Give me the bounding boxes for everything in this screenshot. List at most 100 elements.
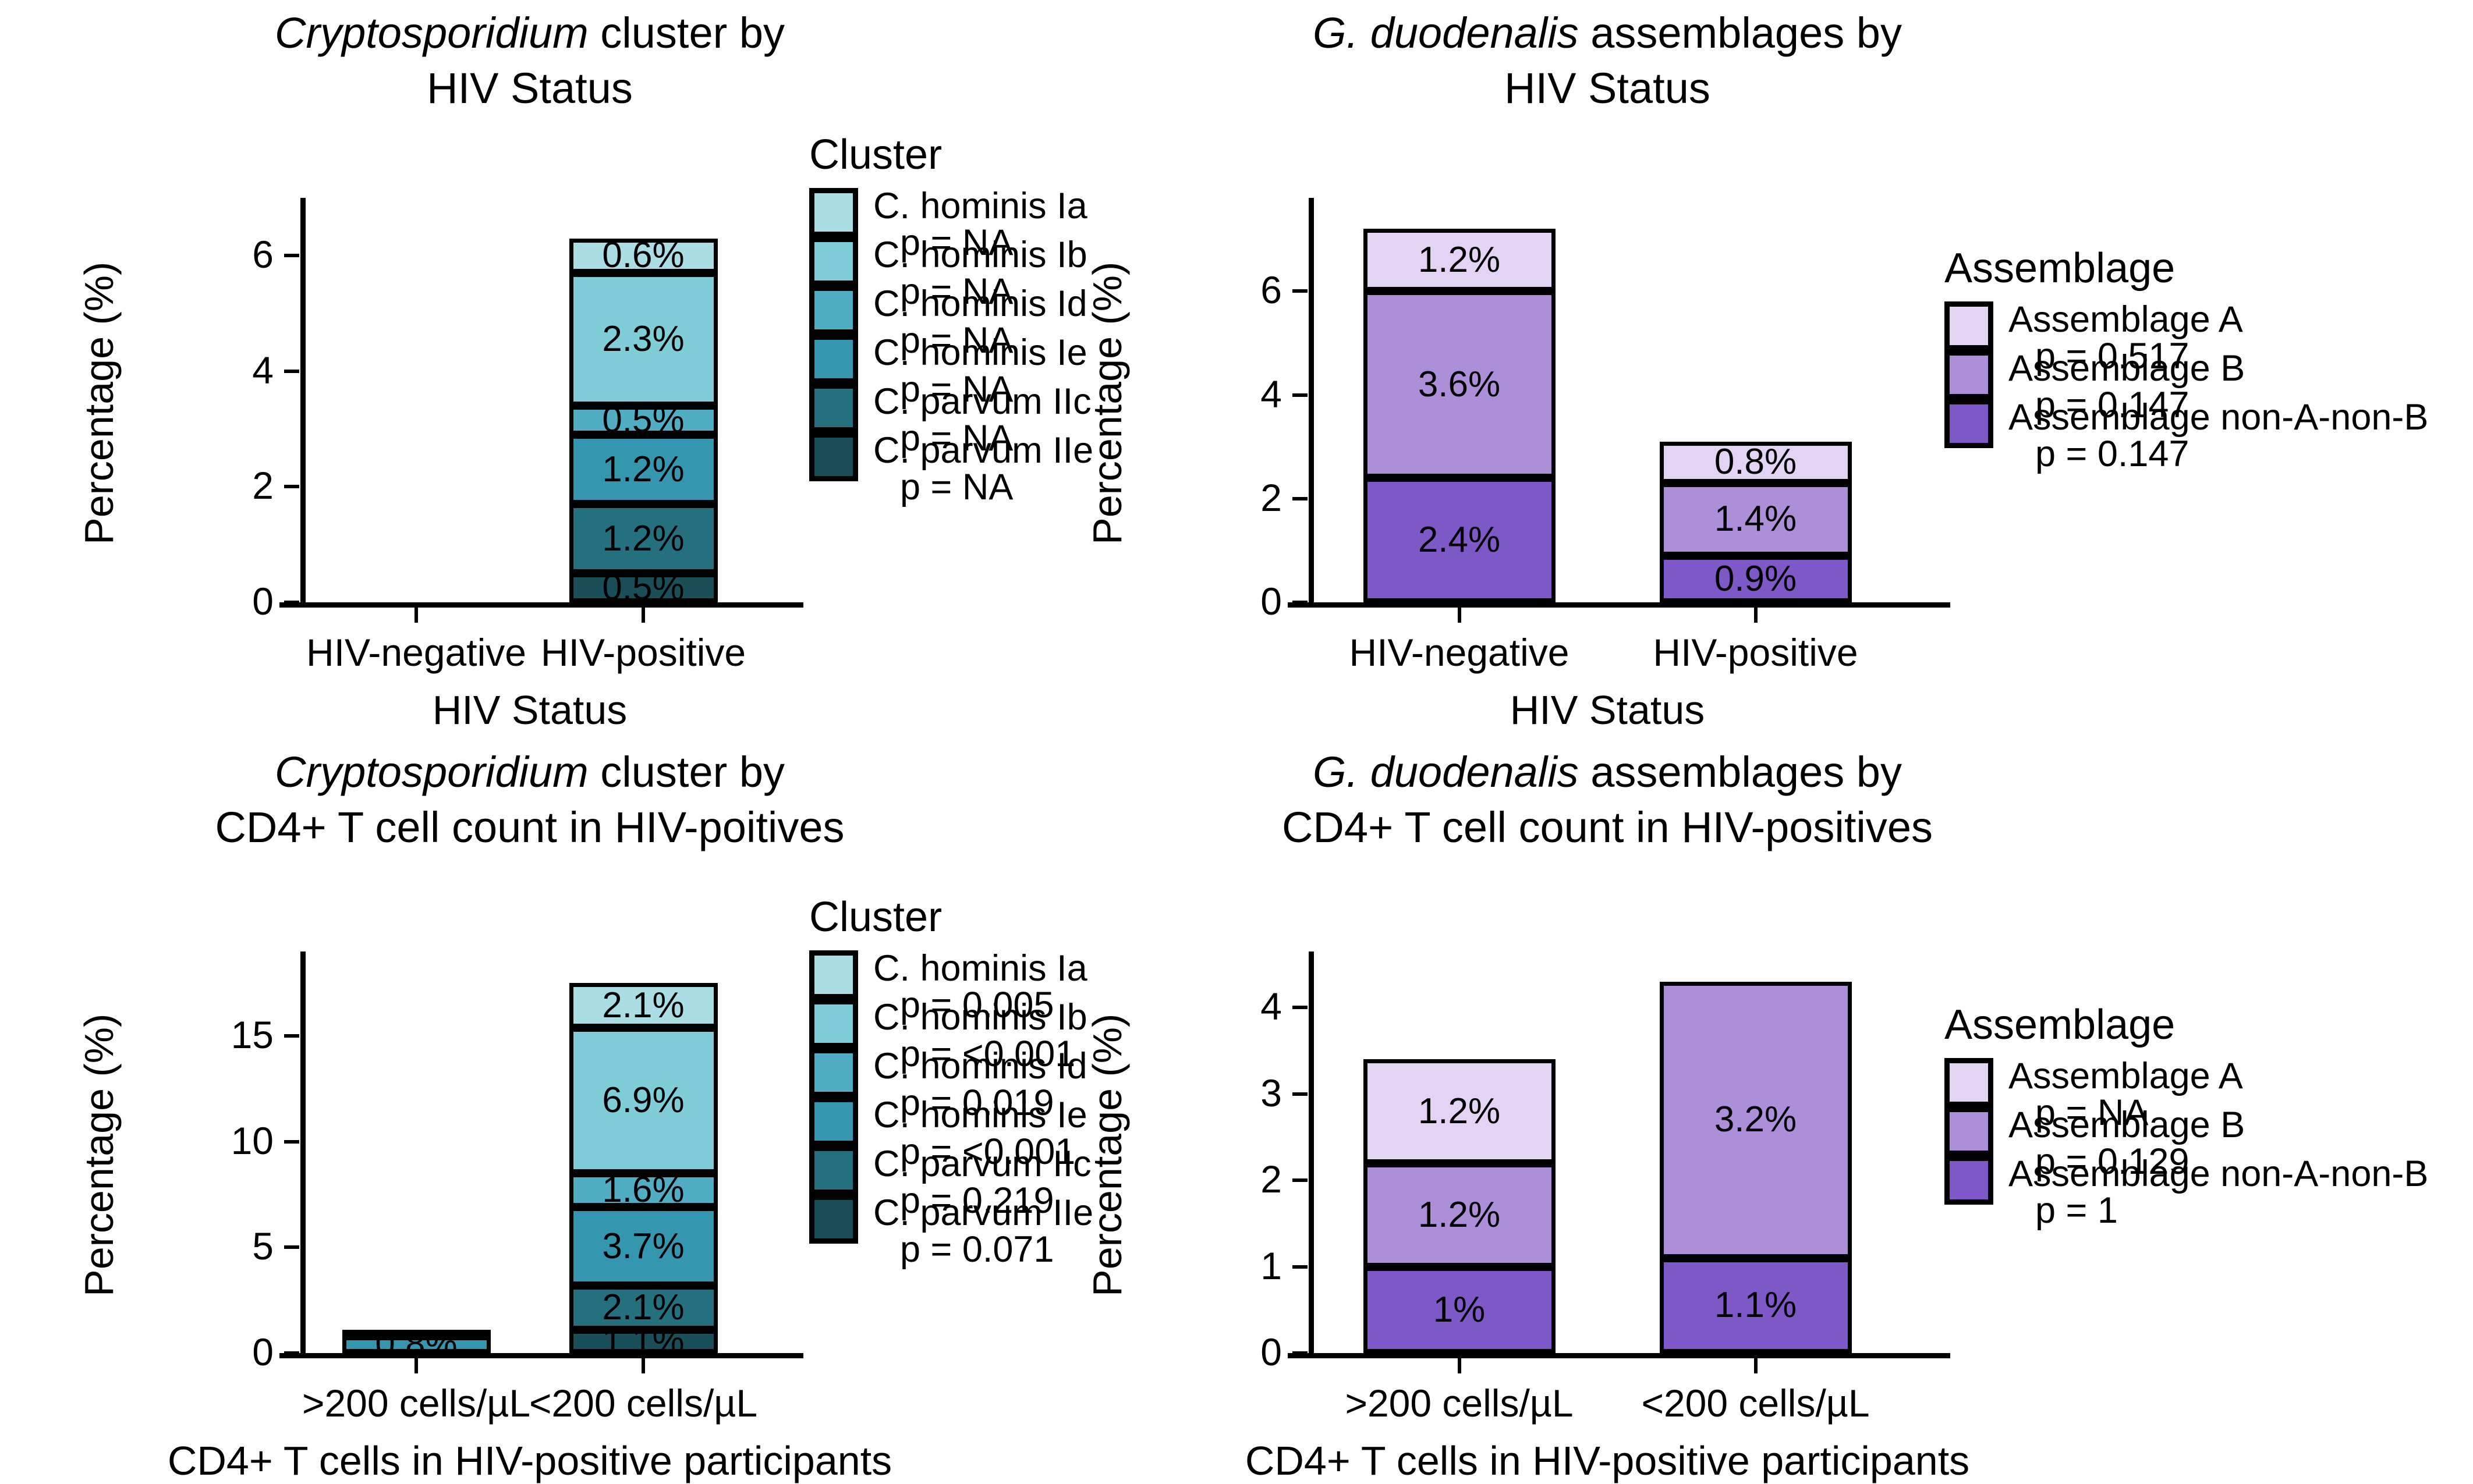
- x-tick-mark[interactable]: [414, 1358, 418, 1373]
- legend-swatch[interactable]: [809, 237, 858, 286]
- bar-segment: 1.1%: [1659, 1258, 1852, 1353]
- panel-title-line2: CD4+ T cell count in HIV-positives: [1281, 803, 1933, 851]
- stacked-bar-1[interactable]: 3.2%1.1%: [1659, 952, 1852, 1353]
- legend-title: Assemblage: [1944, 1002, 2176, 1048]
- y-tick-label: 2: [1260, 1158, 1282, 1201]
- x-tick-mark[interactable]: [1457, 1358, 1461, 1373]
- x-tick-label-0: >200 cells/µL: [302, 1382, 531, 1425]
- bar-segment: 2.1%: [569, 1285, 718, 1330]
- bar-segment: 6.9%: [569, 1027, 718, 1174]
- legend-entry-name: C. hominis Id: [873, 283, 1087, 324]
- bar-segment: 3.6%: [1363, 291, 1556, 478]
- stacked-bar-0[interactable]: 0.8%: [342, 952, 491, 1362]
- legend-swatch[interactable]: [1944, 1058, 1993, 1107]
- legend-swatch[interactable]: [809, 188, 858, 237]
- legend-swatch[interactable]: [809, 1195, 858, 1244]
- legend-entry-pvalue: p = 0.147: [2035, 434, 2189, 474]
- legend-entry-pvalue: p = 1: [2035, 1190, 2118, 1231]
- x-axis-line: [1288, 602, 1950, 608]
- y-tick-mark: [1292, 1265, 1308, 1269]
- legend-swatch[interactable]: [809, 432, 858, 481]
- stacked-bar-0[interactable]: 1.2%3.6%2.4%: [1363, 198, 1556, 602]
- legend-title: Cluster: [809, 894, 943, 940]
- stacked-bar-1[interactable]: 0.8%1.4%0.9%: [1659, 198, 1852, 602]
- legend-swatch[interactable]: [1944, 399, 1993, 448]
- legend-swatch-column: [809, 950, 858, 1244]
- segment-value-label: 1.2%: [602, 449, 685, 489]
- legend-entry-name: C. parvum IIc: [873, 381, 1092, 422]
- bar-segment: 2.4%: [1363, 478, 1556, 602]
- x-axis-line: [1288, 1353, 1950, 1358]
- legend-swatch[interactable]: [809, 286, 858, 335]
- x-tick-mark[interactable]: [642, 608, 645, 623]
- y-tick-label: 5: [252, 1224, 274, 1268]
- legend-swatch[interactable]: [809, 1146, 858, 1195]
- legend-swatch[interactable]: [809, 999, 858, 1048]
- legend-entry-name: C. hominis Ib: [873, 997, 1087, 1038]
- x-tick-mark[interactable]: [642, 1358, 645, 1373]
- y-tick-mark: [1292, 1092, 1308, 1096]
- legend-swatch[interactable]: [1944, 350, 1993, 399]
- legend-swatch[interactable]: [809, 384, 858, 432]
- x-tick-mark[interactable]: [1753, 608, 1758, 623]
- legend-entry-name: C. parvum IIc: [873, 1144, 1092, 1184]
- legend-swatch[interactable]: [809, 1097, 858, 1146]
- segment-value-label: 1.4%: [1714, 499, 1797, 539]
- legend-entry-pvalue: p = NA: [900, 467, 1014, 507]
- stacked-bar-1[interactable]: 0.6%2.3%0.5%1.2%1.2%0.5%: [569, 198, 718, 606]
- legend-swatch[interactable]: [809, 1048, 858, 1097]
- y-tick-mark: [284, 1139, 299, 1144]
- legend-swatch[interactable]: [1944, 1156, 1993, 1205]
- legend-entry-pvalue: p = 0.019: [900, 1082, 1054, 1123]
- x-tick-mark[interactable]: [414, 608, 418, 623]
- x-tick-label-0: HIV-negative: [1349, 631, 1569, 674]
- legend-swatch[interactable]: [809, 335, 858, 384]
- x-tick-label-1: HIV-positive: [1653, 631, 1858, 674]
- x-tick-label-1: <200 cells/µL: [1641, 1382, 1870, 1425]
- legend-swatch[interactable]: [809, 950, 858, 999]
- bar-segment: 3.7%: [569, 1207, 718, 1286]
- y-axis-line: [300, 952, 306, 1356]
- stacked-bar-1[interactable]: 2.1%6.9%1.6%3.7%2.1%1.1%: [569, 952, 718, 1359]
- segment-value-label: 1.1%: [1714, 1285, 1797, 1326]
- y-tick-label: 15: [231, 1013, 274, 1057]
- segment-value-label: 0.8%: [375, 1324, 458, 1365]
- x-tick-mark[interactable]: [1753, 1358, 1758, 1373]
- bar-segment: 1.1%: [569, 1323, 718, 1359]
- x-tick-mark[interactable]: [1457, 608, 1461, 623]
- legend-swatch[interactable]: [1944, 1107, 1993, 1156]
- segment-value-label: 6.9%: [602, 1080, 685, 1121]
- legend-title: Cluster: [809, 132, 943, 178]
- panel-title-line2: CD4+ T cell count in HIV-poitives: [215, 803, 845, 851]
- legend-swatch[interactable]: [1944, 301, 1993, 350]
- bar-segment: 1.4%: [1659, 483, 1852, 556]
- stacked-bar-0[interactable]: 1.2%1.2%1%: [1363, 952, 1556, 1353]
- legend-entry-pvalue: p = NA: [900, 222, 1014, 263]
- panel-title-line2: HIV Status: [427, 63, 633, 112]
- y-tick-mark: [1292, 289, 1308, 293]
